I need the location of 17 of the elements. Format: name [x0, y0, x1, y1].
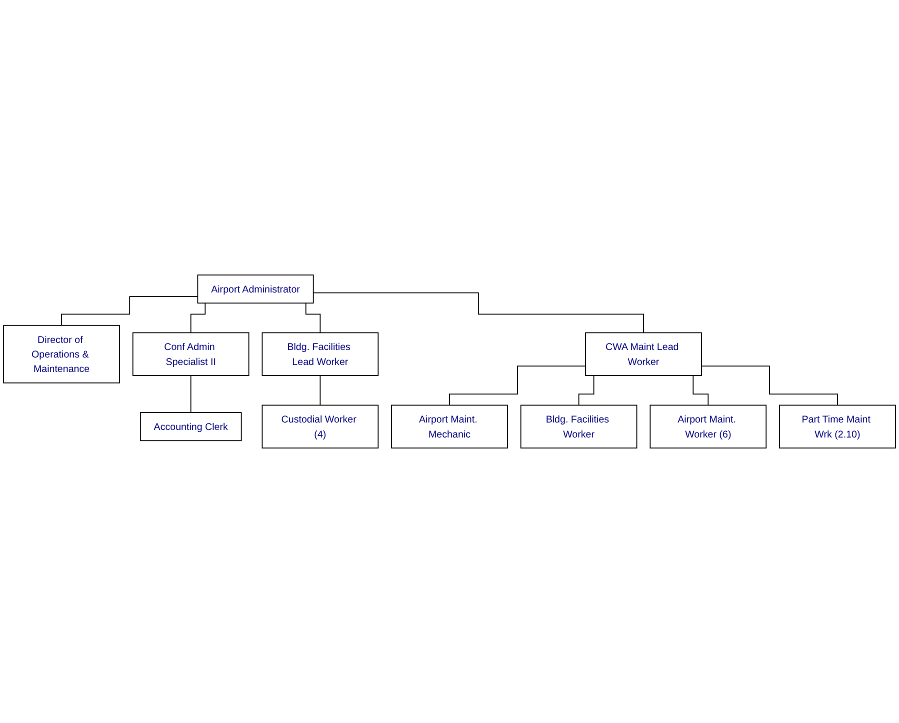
- node-box: Bldg. Facilities Worker: [520, 404, 638, 448]
- connector: [312, 292, 644, 334]
- node-box: Conf Admin Specialist II: [132, 332, 250, 376]
- node-box: Director of Operations & Maintenance: [3, 324, 120, 384]
- node-box: Custodial Worker (4): [262, 404, 379, 448]
- connector: [449, 366, 586, 406]
- node-box: Airport Maint. Mechanic: [391, 404, 508, 448]
- connector: [701, 366, 838, 406]
- connector: [190, 375, 192, 413]
- connector: [61, 296, 198, 326]
- node-box: Bldg. Facilities Lead Worker: [262, 332, 379, 376]
- node-box: Accounting Clerk: [140, 412, 242, 442]
- node-box: CWA Maint Lead Worker: [585, 332, 702, 376]
- node-box: Airport Administrator: [197, 274, 314, 304]
- connector: [320, 375, 321, 406]
- node-box: Part Time Maint Wrk (2.10): [779, 404, 896, 448]
- node-box: Airport Maint. Worker (6): [650, 404, 767, 448]
